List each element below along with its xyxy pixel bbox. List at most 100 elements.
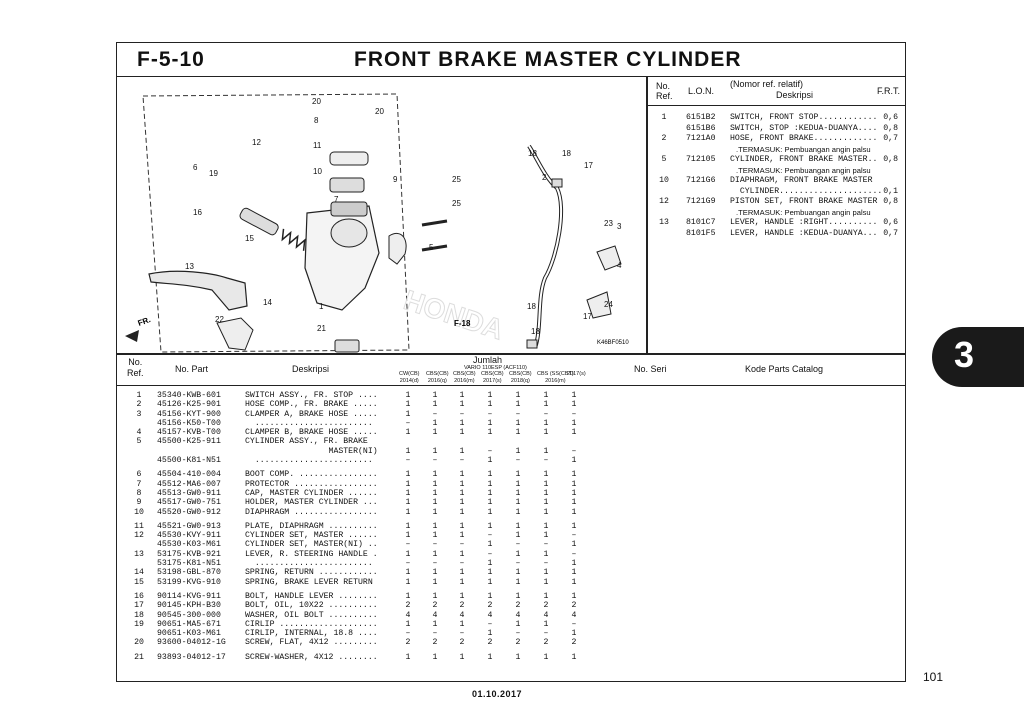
- ref-row-desc: SWITCH, STOP :KEDUA-DUANYA....: [730, 123, 878, 133]
- row-qty: 2: [432, 638, 438, 648]
- row-qty: 1: [571, 498, 577, 508]
- page-frame: F-5-10 FRONT BRAKE MASTER CYLINDER HONDA: [116, 42, 906, 682]
- row-qty: 1: [459, 391, 465, 400]
- row-desc: PROTECTOR .................: [245, 479, 378, 489]
- row-qty: 1: [571, 507, 577, 517]
- divider-vertical: [646, 77, 648, 353]
- title-bar: F-5-10 FRONT BRAKE MASTER CYLINDER: [117, 43, 905, 77]
- callout-25: 25: [452, 175, 461, 184]
- divider-horizontal: [117, 353, 905, 355]
- row-qty: 1: [487, 456, 493, 466]
- row-part-number: 90114-KVG-911: [157, 591, 221, 601]
- row-qty: 1: [543, 507, 549, 517]
- row-qty: 1: [543, 577, 549, 587]
- parts-header-col: CBS(CB) 2017(s): [481, 371, 504, 384]
- callout-9: 9: [393, 175, 398, 184]
- parts-header-col: CBS(CB) 2016(q): [426, 371, 449, 384]
- ref-row-note: .TERMASUK: Pembuangan angin palsu: [736, 165, 871, 175]
- row-qty: –: [405, 418, 411, 428]
- row-qty: 1: [543, 446, 549, 456]
- ref-row-desc: LEVER, HANDLE :KEDUA-DUANYA...: [730, 228, 878, 238]
- table-row: 90651-K03-M61 CIRLIP, INTERNAL, 18.8 ....…: [117, 629, 905, 638]
- row-qty: 1: [405, 400, 411, 410]
- diagram-svg: HONDA: [116, 93, 629, 375]
- row-qty: 1: [405, 409, 411, 419]
- parts-header-seri: No. Seri: [634, 364, 667, 374]
- row-qty: 1: [487, 507, 493, 517]
- row-qty: 1: [487, 577, 493, 587]
- row-part-number: 90145-KPH-B30: [157, 601, 221, 611]
- row-qty: 1: [432, 400, 438, 410]
- section-tab-number: 3: [954, 334, 975, 375]
- row-qty: 1: [571, 577, 577, 587]
- row-qty: 1: [432, 521, 438, 531]
- row-qty: 1: [515, 391, 521, 400]
- ref-row: .TERMASUK: Pembuangan angin palsu: [648, 208, 906, 219]
- row-part-number: 90651-K03-M61: [157, 629, 221, 639]
- row-desc: WASHER, OIL BOLT ..........: [245, 610, 378, 620]
- row-part-number: 45126-K25-901: [157, 400, 221, 410]
- row-qty: 1: [543, 428, 549, 438]
- parts-header-variant: VARIO 110ESP (ACF110): [464, 365, 527, 371]
- fr-label: FR.: [137, 315, 152, 328]
- row-qty: 2: [487, 601, 493, 611]
- row-qty: 1: [432, 428, 438, 438]
- row-qty: 1: [432, 531, 438, 541]
- row-qty: 1: [459, 591, 465, 601]
- row-qty: –: [515, 409, 521, 419]
- row-qty: –: [543, 540, 549, 550]
- row-ref: 6: [136, 470, 142, 480]
- row-qty: –: [543, 409, 549, 419]
- row-qty: 1: [405, 428, 411, 438]
- ref-header-desc-bottom: Deskripsi: [776, 90, 814, 100]
- row-qty: 1: [515, 400, 521, 410]
- row-qty: 1: [432, 619, 438, 629]
- callout-24: 24: [604, 300, 613, 309]
- row-qty: 1: [571, 568, 577, 578]
- callout-17: 17: [584, 161, 593, 170]
- row-part-number: 45521-GW0-913: [157, 521, 221, 531]
- cap-shape: [329, 151, 369, 166]
- row-qty: 1: [405, 470, 411, 480]
- row-ref: 1: [136, 391, 142, 400]
- row-qty: 2: [515, 638, 521, 648]
- row-qty: 1: [432, 549, 438, 559]
- row-qty: 1: [515, 619, 521, 629]
- row-qty: 1: [459, 568, 465, 578]
- section-code: F-5-10: [137, 48, 205, 71]
- ref-row: .TERMASUK: Pembuangan angin palsu: [648, 166, 906, 177]
- ref-row-frt: 0,8: [883, 123, 898, 133]
- row-qty: 2: [543, 601, 549, 611]
- row-desc: MASTER(NI): [245, 446, 378, 456]
- row-qty: 1: [459, 577, 465, 587]
- row-qty: 2: [405, 638, 411, 648]
- row-qty: –: [487, 531, 493, 541]
- row-qty: 1: [515, 577, 521, 587]
- row-qty: 1: [515, 531, 521, 541]
- row-qty: 1: [543, 619, 549, 629]
- row-qty: 1: [543, 488, 549, 498]
- row-qty: 1: [515, 591, 521, 601]
- ref-row-desc: CYLINDER.....................: [730, 186, 883, 196]
- page-number: 101: [923, 670, 944, 684]
- row-desc: SCREW, FLAT, 4X12 .........: [245, 638, 378, 648]
- ref-row-lon: 7121G9: [686, 197, 716, 206]
- row-ref: 19: [134, 619, 144, 629]
- row-qty: –: [515, 559, 521, 569]
- row-qty: 1: [571, 456, 577, 466]
- row-desc: CIRLIP, INTERNAL, 18.8 ....: [245, 629, 378, 639]
- row-qty: 1: [543, 400, 549, 410]
- row-desc: BOLT, HANDLE LEVER ........: [245, 591, 378, 601]
- callout-6: 6: [193, 163, 198, 172]
- row-qty: 1: [459, 446, 465, 456]
- row-desc: ........................: [245, 418, 373, 428]
- row-ref: 5: [136, 437, 142, 447]
